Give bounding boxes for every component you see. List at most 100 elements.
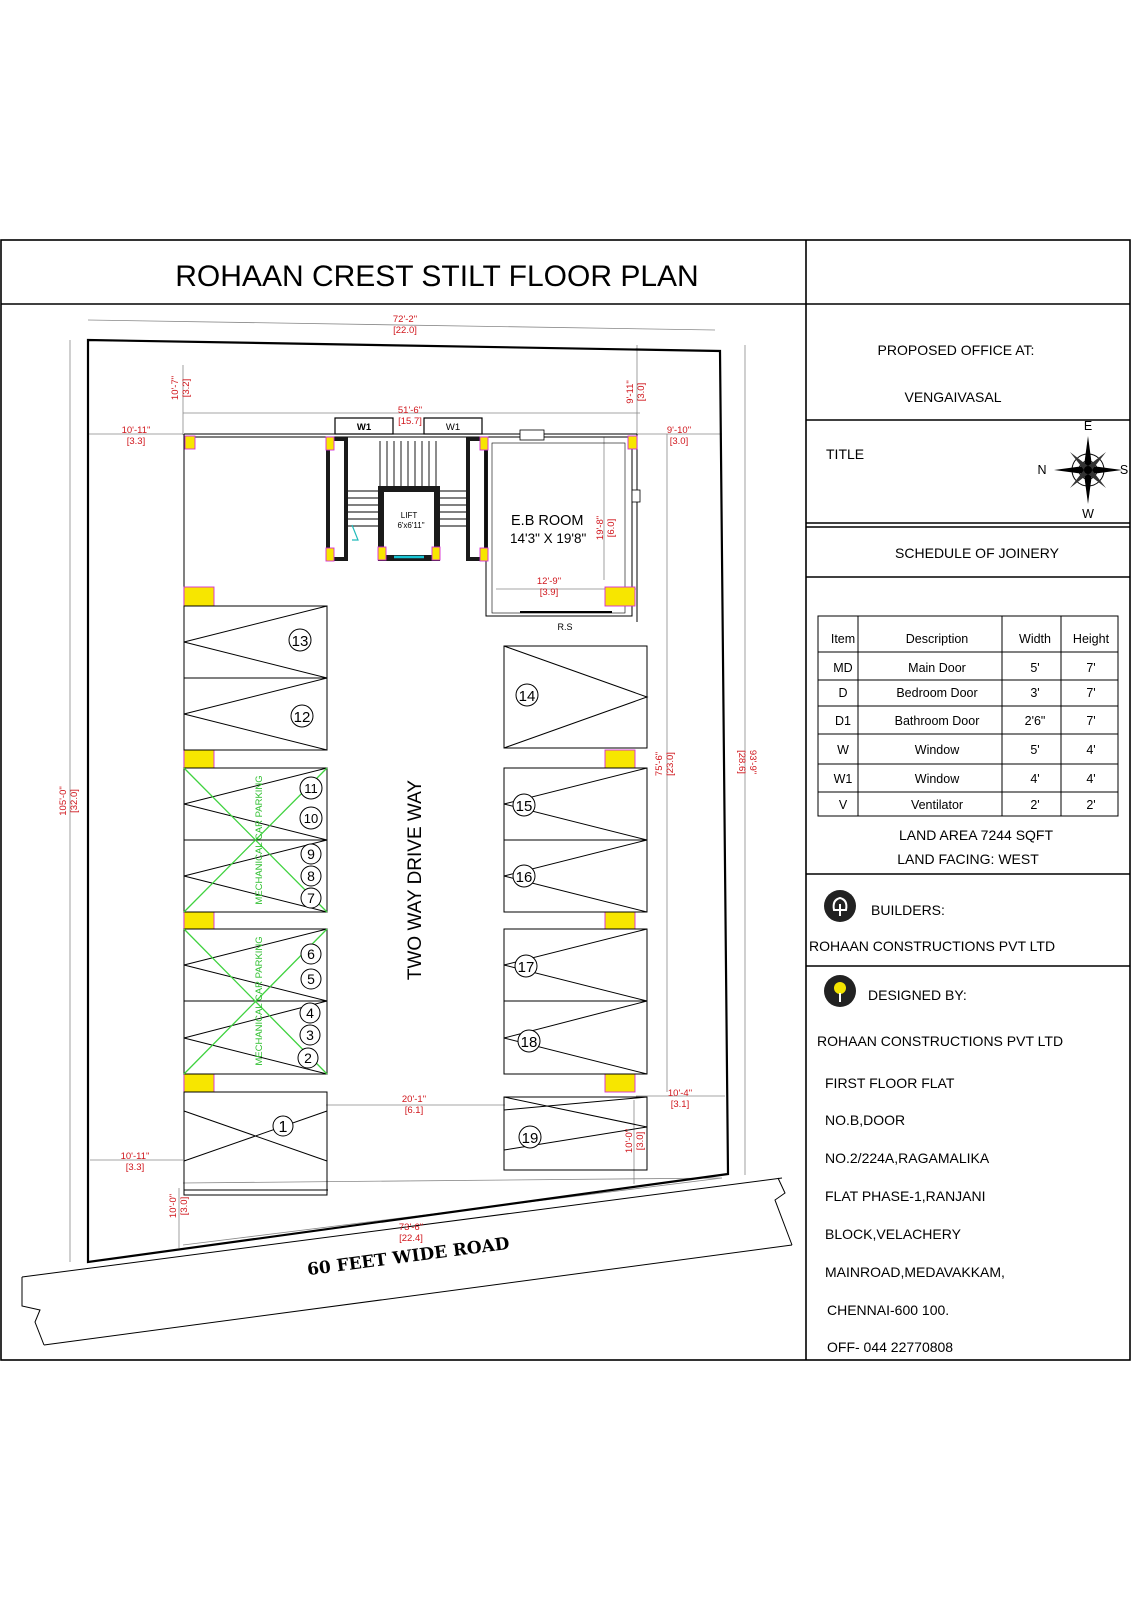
table-cell: 7' [1086,686,1095,700]
parking-number-text: 15 [516,798,533,815]
dim-bottom-overall-m: [22.4] [399,1233,423,1244]
address-line: NO.2/224A,RAGAMALIKA [825,1150,990,1166]
address-line: FLAT PHASE-1,RANJANI [825,1188,986,1204]
table-header-cell: Item [831,632,855,646]
window-label: W1 [357,422,372,433]
table-cell: 4' [1086,772,1095,786]
table-cell: 2' [1086,798,1095,812]
location-text: VENGAIVASAL [904,389,1001,405]
parking-number: 13 [288,628,312,652]
proposed-office-label: PROPOSED OFFICE AT: [878,342,1035,358]
title-label: TITLE [826,446,864,462]
parking-number: 6 [300,943,322,965]
builders-name: ROHAAN CONSTRUCTIONS PVT LTD [809,938,1055,954]
dim-right-overall-m: [28.6] [736,750,747,774]
compass-north-label: N [1037,463,1046,477]
parking-number-text: 8 [307,868,315,884]
table-cell: 4' [1030,772,1039,786]
parking-number-text: 3 [306,1027,314,1043]
parking-number-text: 17 [518,959,535,976]
table-header-cell: Height [1073,632,1110,646]
parking-number-text: 19 [522,1130,539,1147]
parking-number-text: 5 [307,971,315,987]
land-area-text: LAND AREA 7244 SQFT [899,827,1054,843]
table-cell: Main Door [908,661,966,675]
dim-setback-right-bottom-m: [3.1] [671,1099,690,1110]
designer-logo-icon [824,975,856,1007]
compass-icon: E N S W [1037,419,1128,521]
window-w1-left: W1 [334,417,394,435]
eb-room-name: E.B ROOM [511,513,584,529]
eb-room: E.B ROOM 14'3" X 19'8" R.S [485,429,641,632]
road [21,1177,793,1346]
table-cell: Ventilator [911,798,963,812]
parking-number-text: 6 [307,946,315,962]
table-cell: Window [915,772,960,786]
parking-number-text: 13 [292,633,309,650]
designer-name: ROHAAN CONSTRUCTIONS PVT LTD [817,1033,1063,1049]
lift-size: 6'x6'11" [397,521,424,530]
table-cell: 3' [1030,686,1039,700]
parking-number: 14 [515,683,539,707]
dim-drive-width: 20'-1" [402,1094,426,1105]
dim-left-overall-m: [32.0] [69,789,80,813]
table-cell: D1 [835,714,851,728]
table-cell: 2' [1030,798,1039,812]
parking-number: 10 [299,806,323,830]
dim-setback-right-bottom: 10'-4" [668,1088,692,1099]
staircase [326,437,488,561]
parking-number-text: 4 [306,1005,314,1021]
address-line: FIRST FLOOR FLAT [825,1075,955,1091]
window-label: W1 [446,422,460,433]
parking-bays [183,605,649,1196]
parking-number-text: 11 [304,781,318,796]
lift-label: LIFT [401,511,418,520]
dim-bottom-overall: 73'-6" [399,1222,423,1233]
parking-number: 17 [514,954,538,978]
dim-setback-left-bottom: 10'-11" [121,1151,150,1162]
address-line: MAINROAD,MEDAVAKKAM, [825,1264,1005,1280]
dim-bottom-right-v-m: [3.0] [635,1132,646,1151]
table-cell: Window [915,743,960,757]
parking-number-text: 18 [521,1034,538,1051]
dim-left-overall: 105'-0" [58,786,69,815]
parking-number: 18 [517,1029,541,1053]
eb-room-size: 14'3" X 19'8" [510,531,587,546]
dim-right-top-m: [3.0] [636,383,647,402]
parking-number: 3 [299,1024,321,1046]
title-block-frame [0,239,1131,1361]
table-header-cell: Description [906,632,969,646]
parking-number-text: 7 [307,890,315,906]
table-cell: 7' [1086,661,1095,675]
parking-number-text: 9 [307,846,315,862]
columns [183,435,638,1093]
dim-drive-width-m: [6.1] [405,1105,424,1116]
dim-right-inner: 75'-6" [654,752,665,776]
dim-bottom-right-v: 10'-0" [624,1129,635,1153]
page-title: ROHAAN CREST STILT FLOOR PLAN [175,260,698,293]
table-cell: V [839,798,848,812]
lift-shaft: LIFT 6'x6'11" [378,486,440,561]
table-cell: 7' [1086,714,1095,728]
address-line: CHENNAI-600 100. [827,1302,949,1318]
parking-number-text: 16 [516,869,533,886]
parking-number: 4 [299,1002,321,1024]
dim-left-top: 10'-7" [170,376,181,400]
table-cell: 5' [1030,743,1039,757]
dim-setback-right-top: 9'-10" [667,425,691,436]
mechanical-parking-label: MECHANICAL CAR PARKING [254,936,265,1065]
dim-eb-height: 19'-8" [595,516,606,540]
schedule-label: SCHEDULE OF JOINERY [895,545,1060,561]
designed-by-label: DESIGNED BY: [868,987,967,1003]
parking-number: 15 [512,793,536,817]
window-w1-right: W1 [423,417,483,435]
compass-west-label: W [1082,507,1094,521]
builder-logo-icon [824,890,856,922]
dim-setback-left-top: 10'-11" [122,425,151,436]
parking-number-text: 2 [304,1050,312,1066]
table-cell: D [838,686,847,700]
table-cell: 5' [1030,661,1039,675]
parking-number-text: 10 [304,811,318,826]
